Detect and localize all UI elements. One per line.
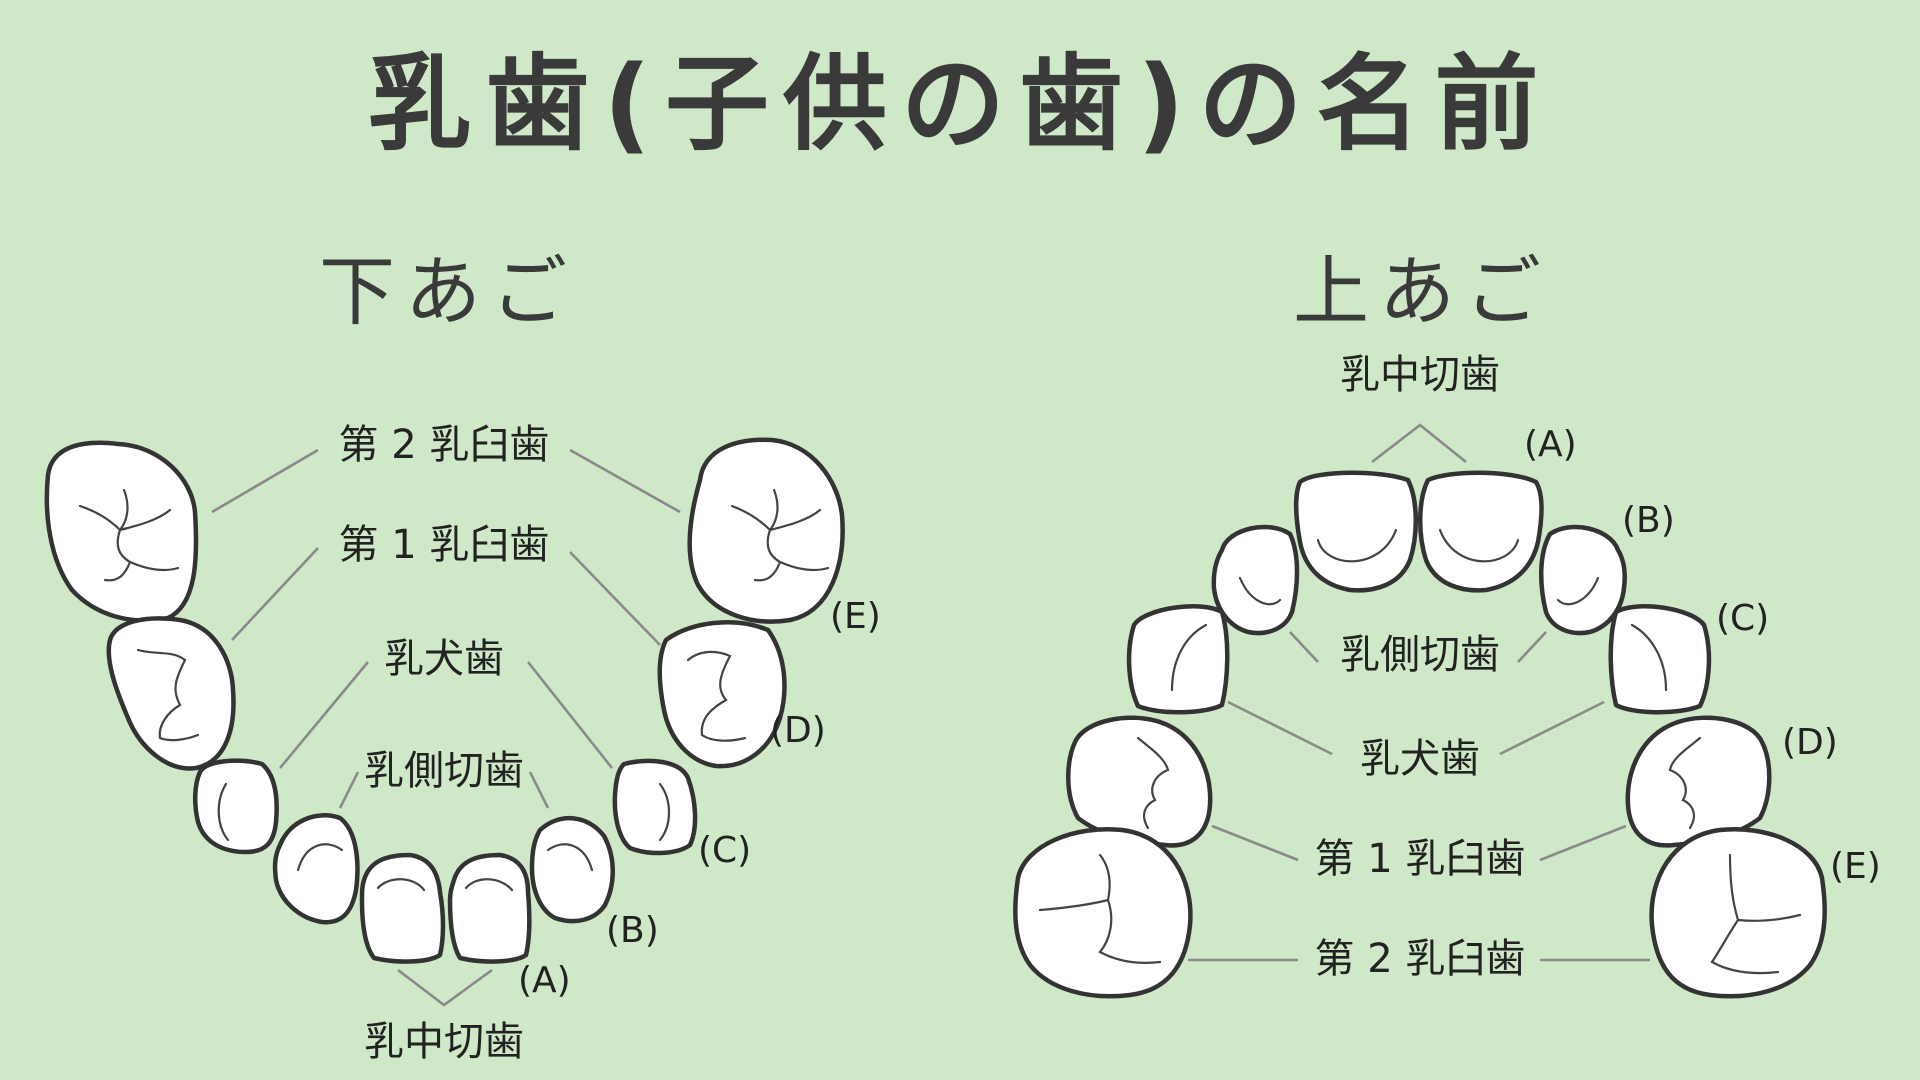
lower-tooth-first-molar-left	[106, 616, 236, 771]
upper-tooth-first-molar-left	[1066, 715, 1213, 848]
lower-tooth-first-molar-right	[657, 620, 787, 769]
page-title: 乳歯(子供の歯)の名前	[367, 43, 1552, 165]
upper-tooth-labels: 乳中切歯 乳側切歯 乳犬歯 第 1 乳臼歯 第 2 乳臼歯	[1315, 352, 1526, 982]
upper-label-first-molar: 第 1 乳臼歯	[1315, 836, 1526, 882]
lower-tooth-lateral-incisor-right	[529, 816, 615, 924]
lower-tooth-central-incisor-left	[359, 852, 446, 964]
lower-tooth-lateral-incisor-left	[272, 813, 360, 925]
lower-letter-c: (C)	[698, 830, 751, 871]
upper-tooth-second-molar-left	[1013, 827, 1193, 999]
upper-jaw: 上あご	[1013, 247, 1881, 999]
lower-tooth-canine-right	[612, 758, 698, 856]
lower-label-lateral-incisor: 乳側切歯	[364, 748, 524, 794]
upper-tooth-lateral-incisor-right	[1539, 524, 1627, 636]
upper-label-lateral-incisor: 乳側切歯	[1340, 632, 1500, 678]
upper-tooth-letters: (A) (B) (C) (D) (E)	[1524, 424, 1881, 887]
lower-tooth-second-molar-left	[44, 440, 199, 623]
lower-jaw-heading: 下あご	[319, 247, 577, 336]
lower-leader-lines	[211, 448, 681, 1007]
lower-tooth-labels: 第 2 乳臼歯 第 1 乳臼歯 乳犬歯 乳側切歯 乳中切歯	[339, 422, 550, 1065]
upper-tooth-central-incisor-left	[1294, 470, 1418, 593]
upper-leader-lines	[1188, 423, 1650, 962]
lower-jaw: 下あご	[44, 247, 881, 1065]
lower-label-first-molar: 第 1 乳臼歯	[339, 522, 550, 568]
upper-letter-c: (C)	[1716, 598, 1769, 639]
upper-tooth-central-incisor-right	[1418, 470, 1544, 593]
lower-tooth-central-incisor-right	[447, 852, 532, 964]
lower-tooth-letters: (A) (B) (C) (D) (E)	[518, 596, 881, 1001]
upper-label-central-incisor: 乳中切歯	[1340, 352, 1500, 398]
upper-letter-b: (B)	[1622, 500, 1675, 541]
lower-letter-a: (A)	[518, 960, 571, 1001]
upper-label-second-molar: 第 2 乳臼歯	[1315, 936, 1526, 982]
upper-tooth-second-molar-right	[1649, 827, 1827, 999]
upper-tooth-canine-right	[1608, 604, 1712, 715]
lower-label-canine: 乳犬歯	[384, 636, 504, 682]
upper-tooth-lateral-incisor-left	[1211, 524, 1300, 636]
lower-tooth-canine-left	[193, 758, 279, 855]
upper-tooth-first-molar-right	[1625, 715, 1772, 848]
upper-tooth-canine-left	[1126, 604, 1230, 715]
upper-letter-d: (D)	[1782, 722, 1838, 763]
lower-label-central-incisor: 乳中切歯	[364, 1019, 524, 1065]
lower-tooth-second-molar-right	[687, 437, 845, 624]
lower-letter-e: (E)	[830, 596, 881, 637]
lower-letter-d: (D)	[770, 710, 826, 751]
lower-letter-b: (B)	[606, 910, 659, 951]
upper-letter-a: (A)	[1524, 424, 1577, 465]
upper-label-canine: 乳犬歯	[1360, 736, 1480, 782]
upper-letter-e: (E)	[1830, 846, 1881, 887]
lower-label-second-molar: 第 2 乳臼歯	[339, 422, 550, 468]
upper-jaw-heading: 上あご	[1293, 247, 1551, 336]
